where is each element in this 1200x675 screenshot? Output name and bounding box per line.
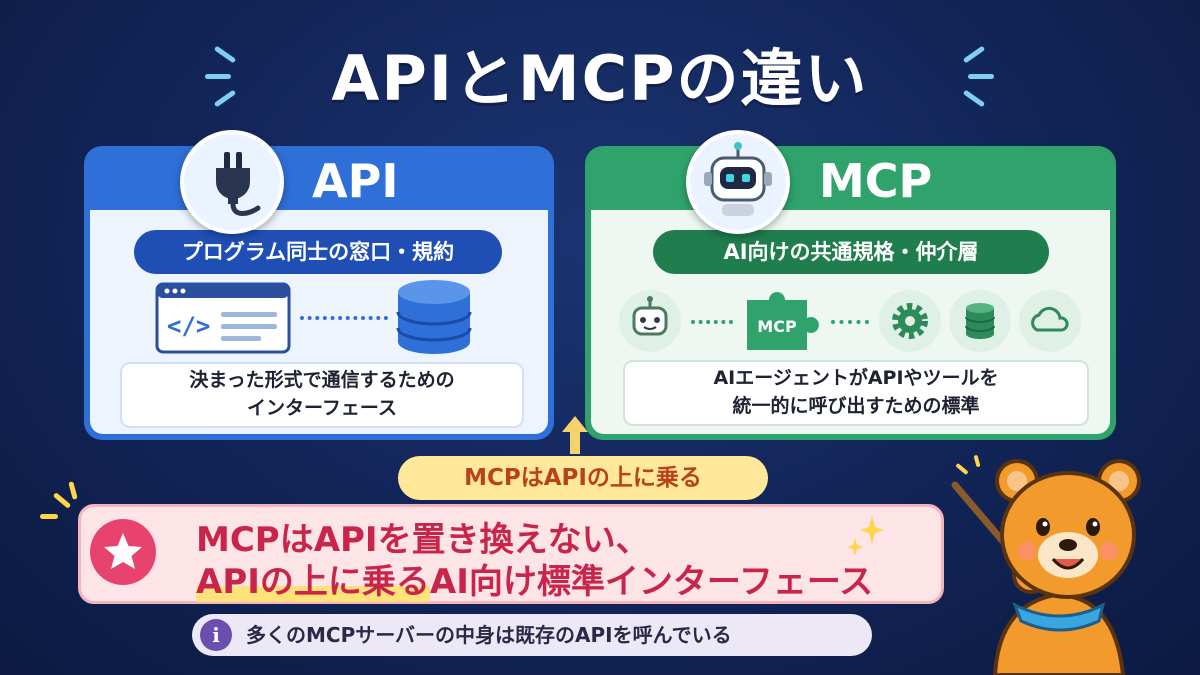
- api-card-body: プログラム同士の窓口・規約 </> 決まった形式で通信するための インターフェー…: [90, 210, 548, 434]
- svg-text:</>: </>: [167, 312, 210, 340]
- mcp-card: MCP AI向けの共通規格・仲介層 MCP: [585, 146, 1116, 440]
- gear-icon: [892, 303, 928, 339]
- bear-sparkles: [956, 455, 981, 475]
- info-icon: i: [200, 619, 232, 651]
- cloud-circle: [1019, 290, 1081, 352]
- robot-icon: [704, 142, 772, 216]
- up-arrow-icon: [562, 416, 588, 454]
- key-message-box: [78, 504, 944, 604]
- connector-dots: [300, 316, 388, 320]
- key-message-rest: AI向け標準インターフェース: [429, 562, 874, 602]
- star-icon: [104, 533, 142, 569]
- puzzle-label: MCP: [757, 317, 797, 336]
- tool-circle: [879, 290, 941, 352]
- api-card-title: API: [312, 154, 399, 208]
- ai-robot-circle: [619, 290, 681, 352]
- api-badge: [180, 130, 284, 234]
- plug-icon: [216, 152, 261, 216]
- robot-head-icon: [632, 296, 668, 336]
- key-message-highlight: APIの上に乗る: [196, 562, 430, 602]
- code-window-icon: </>: [155, 282, 291, 354]
- info-note-text: 多くのMCPサーバーの中身は既存のAPIを呼んでいる: [246, 623, 732, 647]
- api-tagline: プログラム同士の窓口・規約: [134, 230, 502, 274]
- mcp-tagline: AI向けの共通規格・仲介層: [653, 230, 1049, 274]
- info-note: [192, 614, 872, 656]
- key-message-line1: MCPはAPIを置き換えない、: [196, 520, 650, 560]
- database-circle: [949, 290, 1011, 352]
- api-description: 決まった形式で通信するための インターフェース: [120, 362, 524, 428]
- star-badge: [90, 519, 156, 585]
- key-message-line2: APIの上に乗るAI向け標準インターフェース: [196, 554, 873, 603]
- connector-dots: [831, 320, 869, 324]
- cloud-icon: [1031, 306, 1069, 332]
- database-icon: [965, 303, 995, 339]
- connector-dots: [691, 320, 733, 324]
- database-icon: [396, 280, 472, 354]
- bear-scarf: [1012, 601, 1106, 632]
- bear-mascot: [951, 455, 1141, 675]
- mcp-badge: [686, 130, 790, 234]
- puzzle-icon: MCP: [747, 292, 819, 350]
- mcp-card-title: MCP: [819, 154, 933, 208]
- page-title: APIとMCPの違い: [331, 42, 869, 115]
- mcp-description: AIエージェントがAPIやツールを 統一的に呼び出すための標準: [623, 360, 1089, 426]
- api-card: API プログラム同士の窓口・規約 </> 決まった形式で通信するための インタ…: [84, 146, 554, 440]
- mcp-card-body: AI向けの共通規格・仲介層 MCP: [591, 210, 1110, 434]
- relation-label: MCPはAPIの上に乗る: [398, 456, 768, 500]
- sparkle-icon: [847, 516, 884, 556]
